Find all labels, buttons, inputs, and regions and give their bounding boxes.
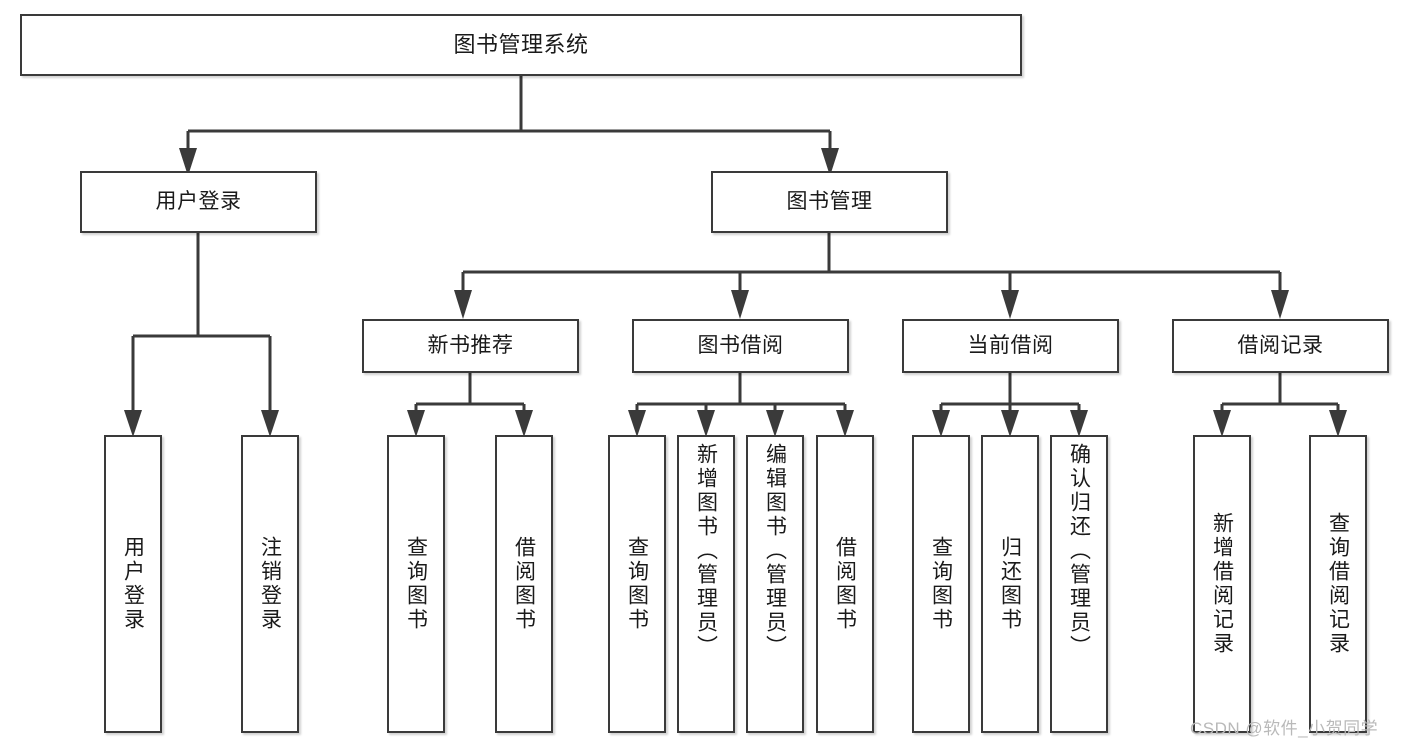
node-label: 新增借阅记录 bbox=[1210, 512, 1234, 656]
node-leaf-user-logout[interactable]: 注销登录 bbox=[241, 435, 299, 733]
node-book-borrow[interactable]: 图书借阅 bbox=[632, 319, 849, 373]
node-label: 查询图书 bbox=[404, 536, 428, 632]
node-label: 用户登录 bbox=[121, 536, 145, 632]
node-label: 编辑图书（管理员） bbox=[763, 443, 787, 659]
node-leaf-confirm-return-admin[interactable]: 确认归还（管理员） bbox=[1050, 435, 1108, 733]
node-book-management[interactable]: 图书管理 bbox=[711, 171, 948, 233]
node-label: 图书管理系统 bbox=[453, 32, 589, 58]
node-label: 查询借阅记录 bbox=[1326, 512, 1350, 656]
node-user-login[interactable]: 用户登录 bbox=[80, 171, 317, 233]
node-label: 用户登录 bbox=[155, 189, 242, 213]
node-label: 借阅记录 bbox=[1237, 333, 1324, 357]
node-label: 借阅图书 bbox=[512, 536, 536, 632]
watermark: CSDN @软件_小贺同学 bbox=[1190, 719, 1379, 738]
node-root-book-management-system[interactable]: 图书管理系统 bbox=[20, 14, 1022, 76]
node-leaf-query-book-recommend[interactable]: 查询图书 bbox=[387, 435, 445, 733]
node-leaf-query-borrow-record[interactable]: 查询借阅记录 bbox=[1309, 435, 1367, 733]
node-label: 注销登录 bbox=[258, 536, 282, 632]
node-label: 归还图书 bbox=[998, 536, 1022, 632]
node-leaf-borrow-book-recommend[interactable]: 借阅图书 bbox=[495, 435, 553, 733]
node-leaf-user-login[interactable]: 用户登录 bbox=[104, 435, 162, 733]
node-label: 借阅图书 bbox=[833, 536, 857, 632]
node-label: 查询图书 bbox=[625, 536, 649, 632]
node-borrow-record[interactable]: 借阅记录 bbox=[1172, 319, 1389, 373]
node-leaf-add-book-admin[interactable]: 新增图书（管理员） bbox=[677, 435, 735, 733]
node-label: 当前借阅 bbox=[967, 333, 1054, 357]
node-label: 图书借阅 bbox=[697, 333, 784, 357]
node-label: 新增图书（管理员） bbox=[694, 443, 718, 659]
node-new-book-recommend[interactable]: 新书推荐 bbox=[362, 319, 579, 373]
node-leaf-add-borrow-record[interactable]: 新增借阅记录 bbox=[1193, 435, 1251, 733]
node-label: 查询图书 bbox=[929, 536, 953, 632]
node-leaf-query-book-current[interactable]: 查询图书 bbox=[912, 435, 970, 733]
node-label: 确认归还（管理员） bbox=[1067, 443, 1091, 659]
node-leaf-edit-book-admin[interactable]: 编辑图书（管理员） bbox=[746, 435, 804, 733]
node-current-borrow[interactable]: 当前借阅 bbox=[902, 319, 1119, 373]
node-label: 新书推荐 bbox=[427, 333, 514, 357]
node-leaf-return-book[interactable]: 归还图书 bbox=[981, 435, 1039, 733]
node-label: 图书管理 bbox=[786, 189, 873, 213]
node-leaf-borrow-book[interactable]: 借阅图书 bbox=[816, 435, 874, 733]
node-leaf-query-book-borrow[interactable]: 查询图书 bbox=[608, 435, 666, 733]
